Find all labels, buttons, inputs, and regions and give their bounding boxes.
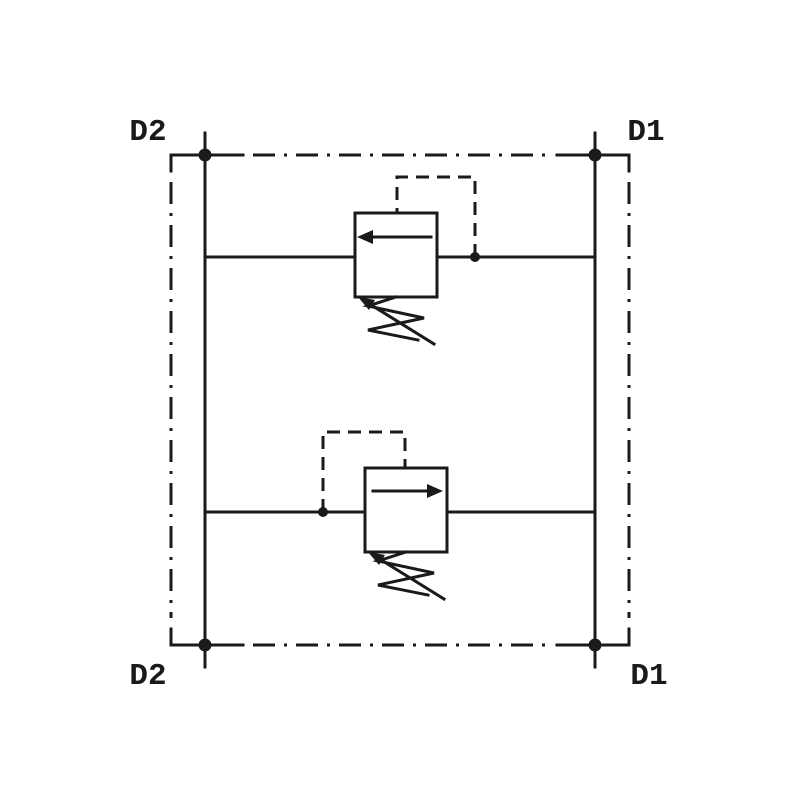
lower-spring-adjust-arrowhead-icon: [368, 552, 385, 565]
port-node-top-left: [198, 148, 212, 162]
lower-spring-adjust-arrow: [375, 555, 447, 602]
upper-pilot-dashed-line: [395, 175, 477, 257]
port-bracket-bottom-left: [169, 627, 245, 647]
upper-valve-flow-arrowhead-icon: [357, 230, 373, 244]
port-label-bottom-left: D2: [129, 659, 166, 694]
lower-pilot-dashed-line: [321, 430, 407, 512]
port-bracket-top-left: [169, 153, 245, 173]
port-bracket-bottom-right: [555, 627, 631, 647]
lower-valve-spring: [372, 550, 435, 597]
port-label-top-right: D1: [627, 115, 664, 150]
port-node-bottom-right: [588, 638, 602, 652]
upper-valve-spring: [362, 295, 425, 342]
upper-spring-adjust-arrow: [365, 300, 437, 347]
lower-valve-body: [363, 466, 449, 554]
port-label-top-left: D2: [129, 115, 166, 150]
port-label-bottom-right: D1: [630, 659, 667, 694]
upper-spring-adjust-arrowhead-icon: [358, 297, 375, 310]
upper-valve-body: [353, 211, 439, 299]
port-node-top-right: [588, 148, 602, 162]
port-bracket-top-right: [555, 153, 631, 173]
lower-valve-flow-arrowhead-icon: [427, 484, 443, 498]
port-node-bottom-left: [198, 638, 212, 652]
